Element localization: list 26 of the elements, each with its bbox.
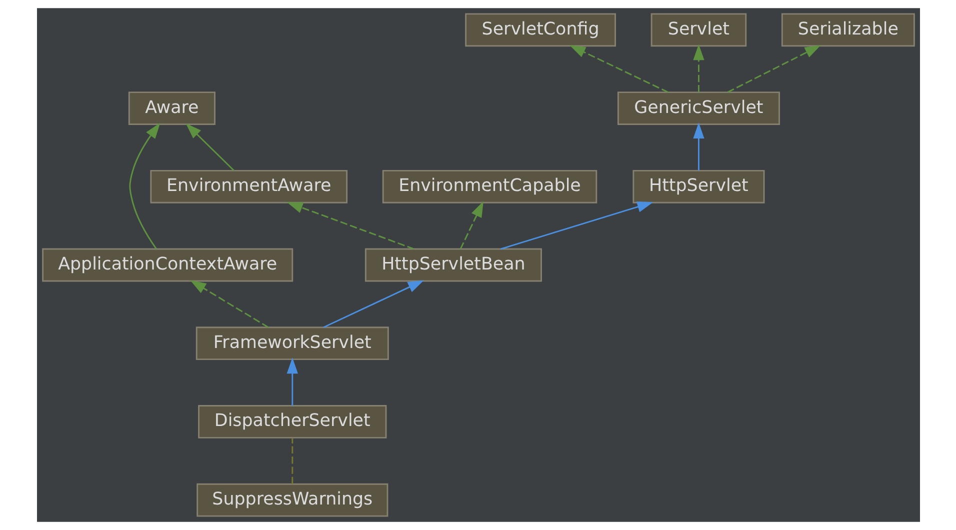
arrow	[726, 45, 820, 93]
arrow	[322, 280, 424, 328]
node-box: DispatcherServlet	[198, 405, 386, 438]
node-box: ServletConfig	[464, 13, 616, 47]
node-box: EnvironmentCapable	[382, 170, 597, 204]
node-box: HttpServlet	[632, 170, 764, 204]
node-box: ApplicationContextAware	[42, 248, 293, 282]
arrow	[128, 122, 160, 250]
arrow	[459, 201, 483, 250]
arrow	[692, 44, 704, 92]
node-box: Aware	[128, 92, 215, 125]
connector	[291, 438, 293, 484]
arrow	[185, 123, 234, 172]
node-box: EnvironmentAware	[150, 170, 348, 204]
arrow	[286, 358, 298, 406]
arrow	[190, 280, 268, 328]
node-box: SuppressWarnings	[196, 483, 388, 517]
node-box: Serializable	[780, 13, 914, 47]
arrow	[569, 45, 668, 93]
arrow	[286, 202, 414, 250]
node-box: HttpServletBean	[364, 248, 542, 282]
arrow	[692, 122, 704, 171]
node-box: GenericServlet	[616, 92, 780, 125]
node-box: Servlet	[650, 13, 746, 47]
node-box: FrameworkServlet	[195, 326, 388, 360]
arrow	[500, 201, 653, 250]
